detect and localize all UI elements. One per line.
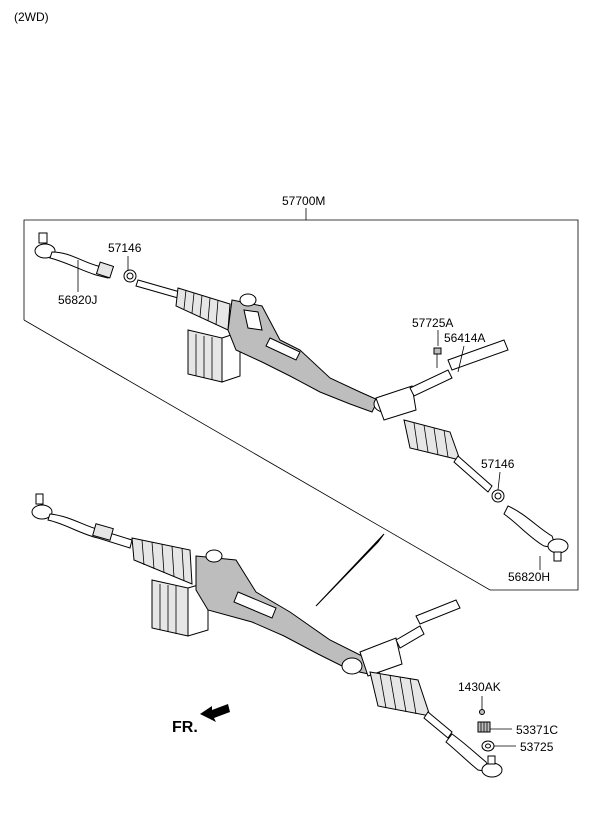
front-label: FR.: [172, 719, 198, 736]
leader-lines-lower: [481, 696, 516, 747]
callout-washer: 53725: [520, 740, 554, 754]
pointer-wedge: [315, 533, 385, 607]
castle-nut: [477, 721, 491, 733]
nut-left: [123, 269, 137, 283]
callout-tie-rod-end-right: 56820H: [508, 570, 550, 584]
callout-nut-left: 57146: [108, 241, 142, 255]
assembly-label: 57700M: [282, 194, 325, 208]
nut-right: [491, 489, 505, 503]
boot-left: [175, 287, 231, 331]
callout-castle-nut: 53371C: [516, 723, 558, 737]
callout-tie-rod-end-left: 56820J: [58, 293, 97, 307]
callout-bolt: 57725A: [412, 316, 453, 330]
front-arrow-icon: [200, 704, 230, 722]
variant-label: (2WD): [14, 10, 49, 24]
rack-housing-upper: [227, 293, 417, 421]
callout-cotter-pin: 1430AK: [458, 680, 501, 694]
washer: [481, 740, 495, 752]
callout-nut-right: 57146: [481, 457, 515, 471]
callout-inner-ball-joint: 56414A: [444, 331, 485, 345]
boot-right: [403, 419, 461, 461]
upper-assembly: [34, 232, 569, 562]
tie-rod-end-right: [503, 505, 569, 562]
tie-rod-end-left: [34, 232, 115, 279]
lower-assembly: [31, 493, 503, 778]
leader-lines: [77, 256, 541, 570]
bolt: [433, 347, 442, 368]
assembly-frame: [23, 208, 579, 591]
cotter-pin: [479, 709, 485, 715]
